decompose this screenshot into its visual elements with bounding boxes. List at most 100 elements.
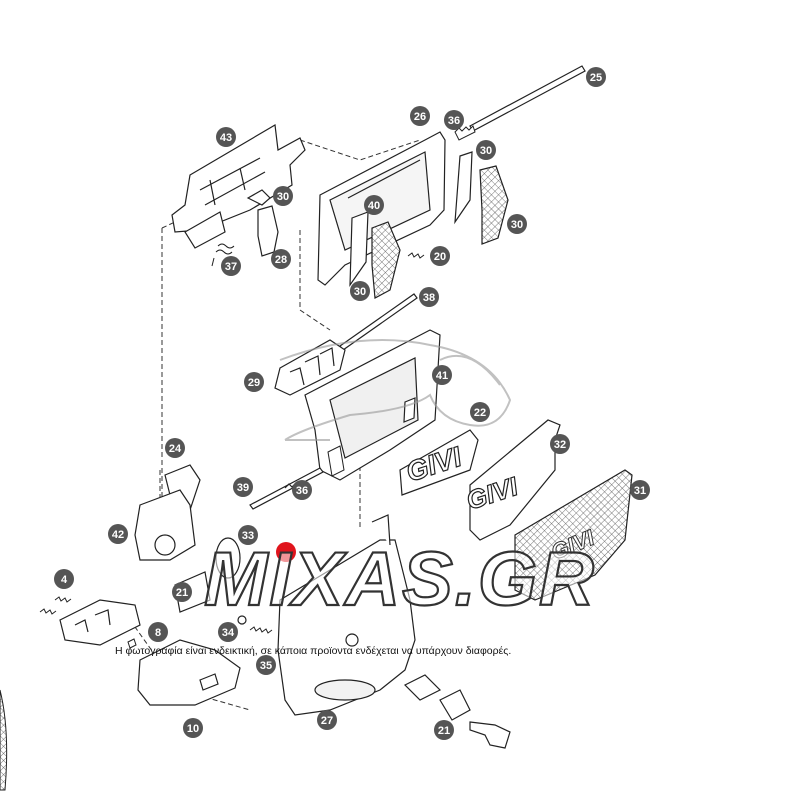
callout-badge-25: 25 [586, 67, 606, 87]
callout-circle [233, 477, 253, 497]
callout-circle [54, 569, 74, 589]
part-22 [327, 445, 345, 477]
callout-badge-41: 41 [432, 365, 452, 385]
callout-circle [476, 140, 496, 160]
callout-circle [317, 710, 337, 730]
part-hinge-29 [274, 339, 346, 396]
callout-badge-30: 30 [507, 214, 527, 234]
callout-circle [273, 186, 293, 206]
callout-badge-27: 27 [317, 710, 337, 730]
disclaimer-text: Η φωτογραφία είναι ενδεικτική, σε κάποια… [115, 645, 511, 657]
callout-circle [350, 281, 370, 301]
callout-badge-22: 22 [470, 402, 490, 422]
callout-number: 26 [414, 111, 426, 123]
callout-number: 33 [242, 530, 254, 542]
callout-circle [586, 67, 606, 87]
motorcycle-watermark [279, 339, 512, 441]
callout-circle [244, 372, 264, 392]
callout-circle [292, 480, 312, 500]
callout-circle [148, 622, 168, 642]
callout-badge-36: 36 [444, 110, 464, 130]
part-28 [257, 205, 279, 257]
part-spring-36-top [454, 125, 476, 141]
callout-circle [216, 127, 236, 147]
callout-badge-20: 20 [430, 246, 450, 266]
callout-badge-24: 24 [165, 438, 185, 458]
callout-number: 39 [237, 482, 249, 494]
part-lock-21-left [174, 571, 211, 613]
part-latch-block [59, 599, 141, 646]
red-marker-dot [276, 542, 296, 562]
callout-number: 40 [368, 200, 380, 212]
callout-number: 25 [590, 72, 602, 84]
part-lid-body-27 [277, 514, 416, 716]
callout-badge-42: 42 [108, 524, 128, 544]
callout-circle [165, 438, 185, 458]
part-spring-20 [407, 252, 425, 259]
callout-number: 21 [176, 587, 188, 599]
callout-circle [256, 655, 276, 675]
callout-badge-36: 36 [292, 480, 312, 500]
callout-circle [630, 480, 650, 500]
callout-badge-39: 39 [233, 477, 253, 497]
part-trim-30-d [479, 165, 509, 245]
part-rod-25 [469, 65, 586, 132]
part-handle-10 [137, 639, 241, 706]
callout-circle [238, 525, 258, 545]
callout-number: 27 [321, 715, 333, 727]
watermark-mixas: MIXAS.GR [203, 536, 596, 623]
callout-number: 28 [275, 254, 287, 266]
callout-number: 34 [222, 627, 235, 639]
callout-number: 29 [248, 377, 260, 389]
callout-circle [364, 195, 384, 215]
callout-number: 4 [61, 574, 68, 586]
part-mount-42 [134, 489, 196, 561]
part-spring-35 [249, 626, 273, 634]
callout-circle [419, 287, 439, 307]
callout-number: 30 [354, 286, 366, 298]
callout-circle [271, 249, 291, 269]
part-springs-4 [39, 596, 72, 615]
callout-circle [507, 214, 527, 234]
callout-number: 36 [448, 115, 460, 127]
callout-badge-26: 26 [410, 106, 430, 126]
callout-badge-30: 30 [476, 140, 496, 160]
callout-number: 8 [155, 627, 161, 639]
callout-circle [183, 718, 203, 738]
callout-number: 30 [511, 219, 523, 231]
callout-badge-28: 28 [271, 249, 291, 269]
callout-badge-35: 35 [256, 655, 276, 675]
callout-number: 35 [260, 660, 272, 672]
callout-number: 36 [296, 485, 308, 497]
callout-circle [550, 434, 570, 454]
callout-number: 38 [423, 292, 435, 304]
callout-badge-10: 10 [183, 718, 203, 738]
watermark-text: MIXAS.GR [204, 537, 596, 622]
callout-circle [444, 110, 464, 130]
callout-number: 30 [480, 145, 492, 157]
callout-number: 32 [554, 439, 566, 451]
callout-badge-43: 43 [216, 127, 236, 147]
callout-number: 24 [169, 443, 182, 455]
callout-badge-37: 37 [221, 256, 241, 276]
callout-badge-21: 21 [172, 582, 192, 602]
callout-circle [172, 582, 192, 602]
callout-circle [218, 622, 238, 642]
callout-badge-4: 4 [54, 569, 74, 589]
part-plate-32 [469, 419, 561, 541]
callout-badge-30: 30 [273, 186, 293, 206]
part-40 [246, 189, 271, 206]
callout-number: 22 [474, 407, 486, 419]
callout-circle [410, 106, 430, 126]
callout-number: 41 [436, 370, 448, 382]
callout-number: 21 [438, 725, 450, 737]
part-spring-37 [211, 243, 235, 267]
edge-fragment [0, 689, 8, 791]
callout-circle [108, 524, 128, 544]
callout-circle [430, 246, 450, 266]
callout-badge-31: 31 [630, 480, 650, 500]
callout-badge-34: 34 [218, 622, 238, 642]
part-lock-cylinder-21 [403, 674, 511, 749]
callout-badge-33: 33 [238, 525, 258, 545]
